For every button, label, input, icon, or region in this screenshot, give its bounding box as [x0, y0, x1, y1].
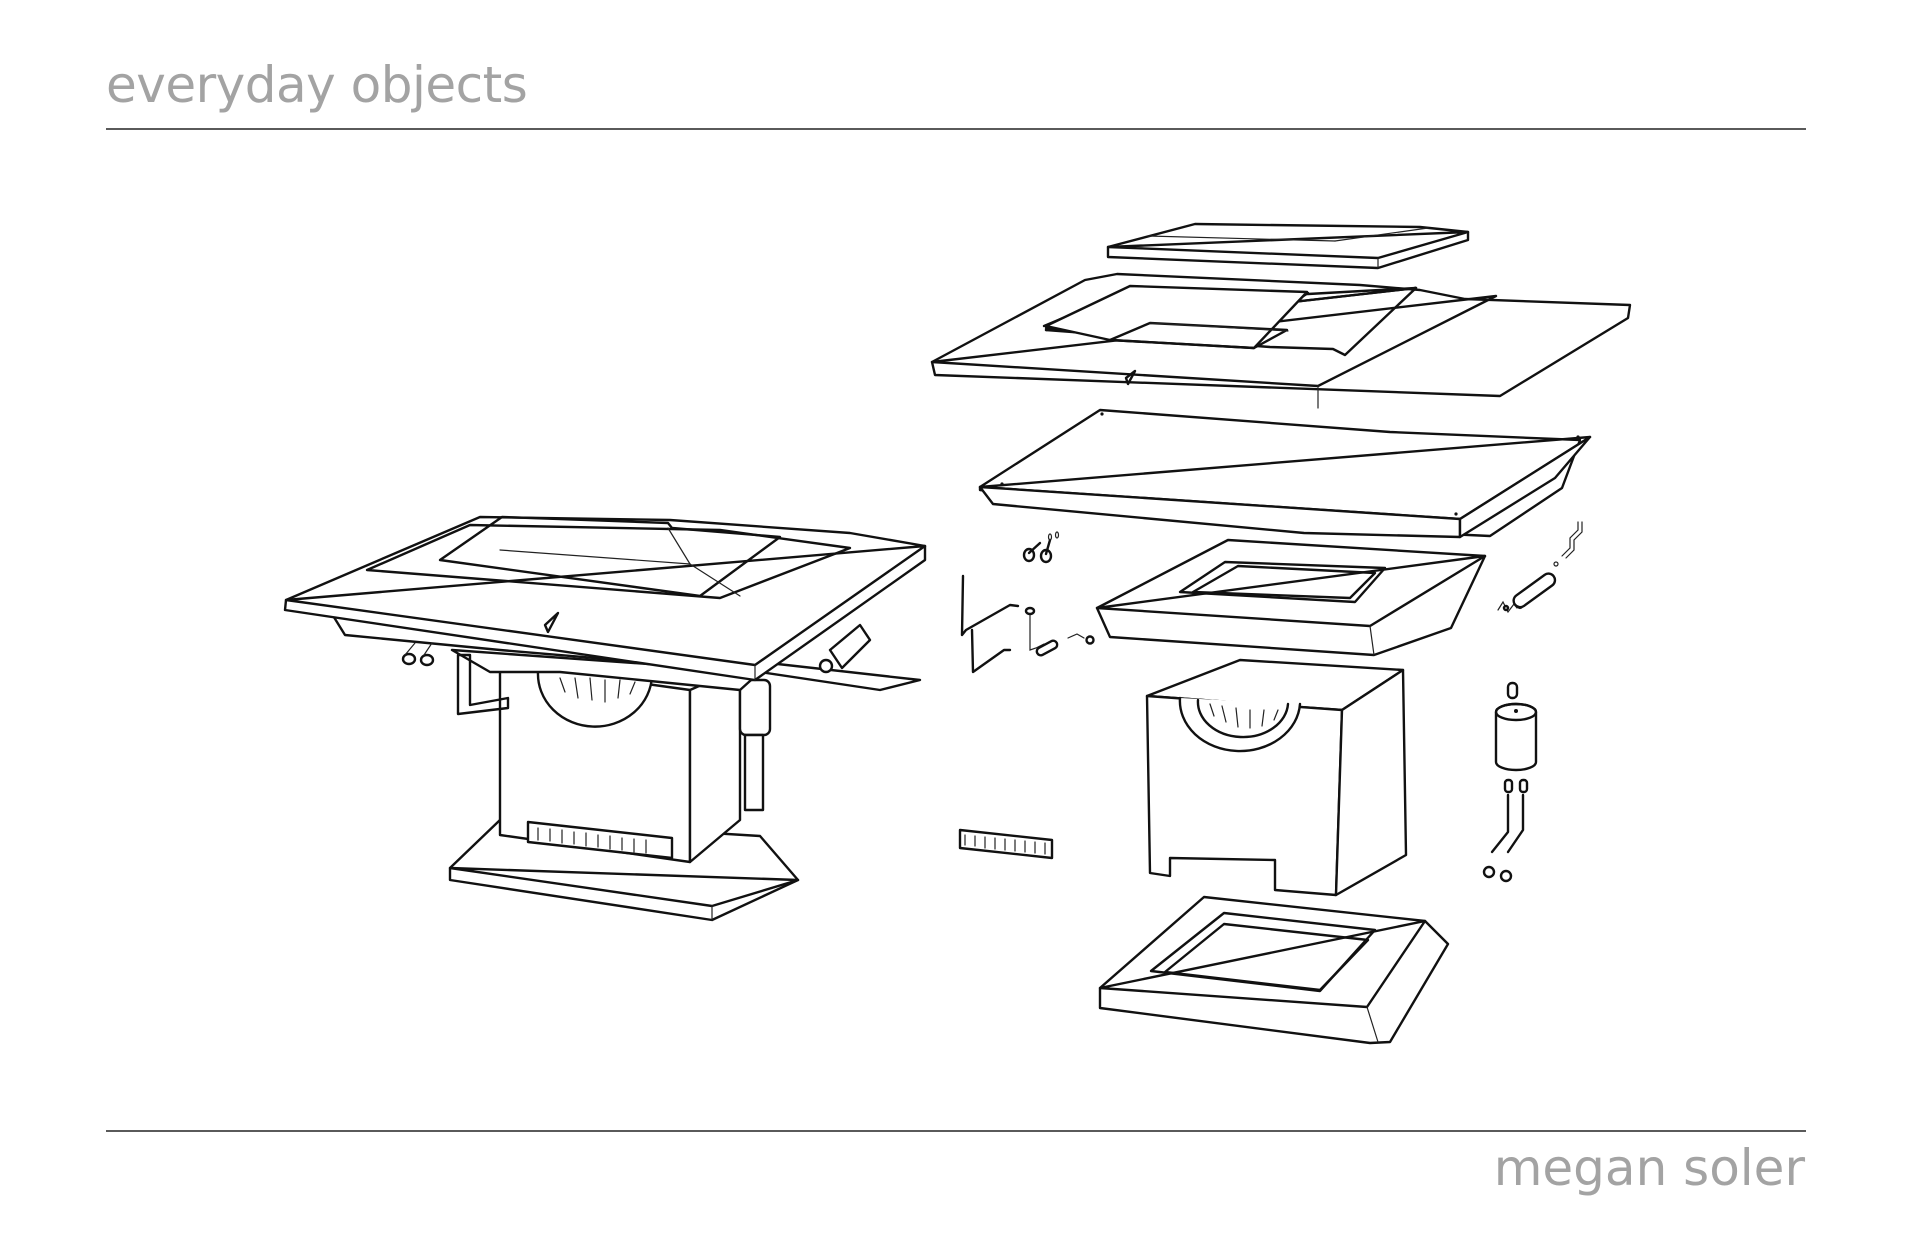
- vent-slots-icon: [538, 828, 646, 853]
- author-name: megan soler: [1493, 1139, 1805, 1197]
- header-divider: [106, 128, 1806, 130]
- burner-rays-icon: [560, 678, 635, 702]
- knob-icon: [1024, 532, 1059, 562]
- part-cabinet-body: [1147, 660, 1406, 895]
- part-burner-cover: [1097, 540, 1485, 655]
- footer-divider: [106, 1130, 1806, 1132]
- indicator-notch-icon: [545, 613, 558, 632]
- part-knobs: [1024, 532, 1059, 562]
- part-top-lid: [1108, 224, 1468, 268]
- page-title: everyday objects: [106, 56, 528, 114]
- assembled-fire-table: [285, 517, 925, 920]
- part-rods-and-pins: [1498, 522, 1582, 612]
- exploded-fire-table: [932, 224, 1630, 1043]
- part-gas-cylinder: [1484, 683, 1536, 881]
- part-brackets: [962, 576, 1094, 672]
- burner-rays-icon: [1210, 704, 1278, 728]
- part-vent-grille: [960, 830, 1052, 858]
- indicator-notch-icon: [1126, 371, 1135, 384]
- part-base-plinth: [1100, 897, 1448, 1043]
- knob-icon: [403, 643, 433, 665]
- part-tabletop-frame: [932, 274, 1630, 408]
- part-tabletop-panel: [980, 410, 1590, 537]
